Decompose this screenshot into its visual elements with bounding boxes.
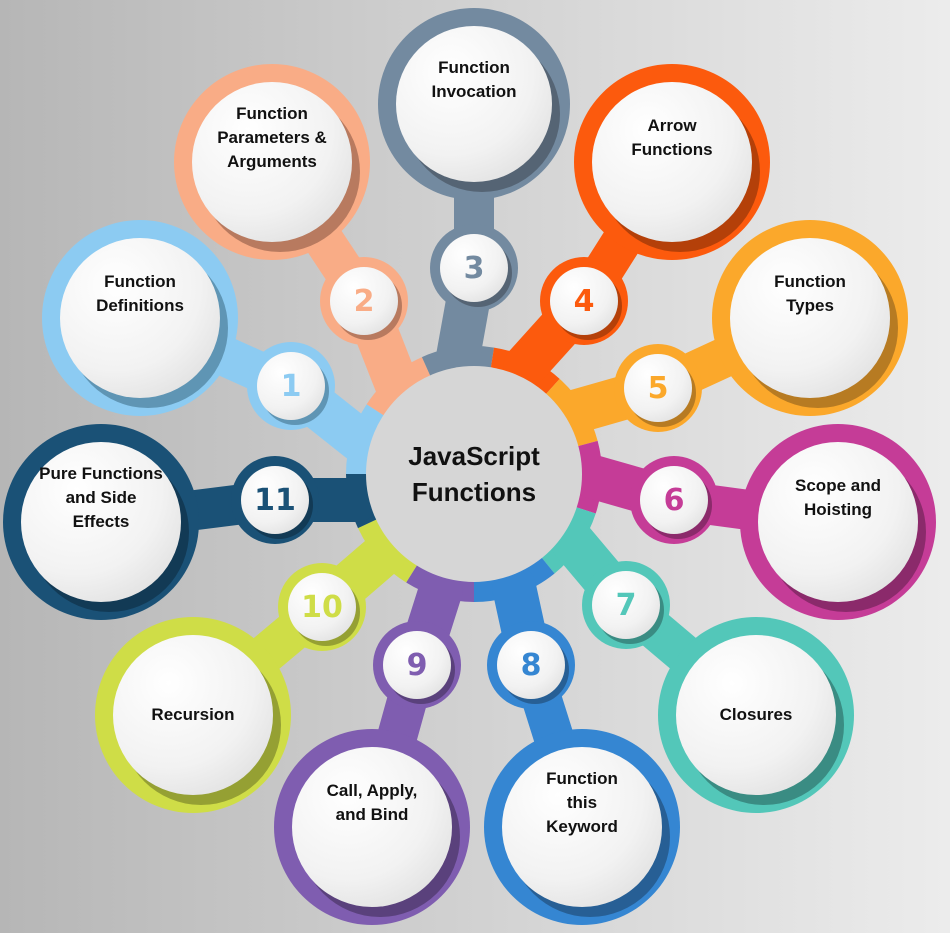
topic-label-line: Hoisting xyxy=(804,500,872,519)
step-number-2: 2 xyxy=(353,283,375,319)
topic-label-line: Closures xyxy=(719,705,793,724)
step-number-3: 3 xyxy=(463,250,485,286)
topic-label-10: Recursion xyxy=(113,635,273,795)
topic-label-line: Function xyxy=(546,769,618,788)
topic-disc-5 xyxy=(624,238,898,427)
center-title: JavaScript Functions xyxy=(374,424,574,524)
topic-label-line: Definitions xyxy=(96,296,184,315)
step-number-11: 11 xyxy=(254,482,296,518)
topic-label-line: Function xyxy=(104,272,176,291)
topic-disc-1 xyxy=(60,238,329,425)
topic-label-line: Effects xyxy=(72,512,130,531)
topic-disc-7 xyxy=(592,571,844,805)
step-number-8: 8 xyxy=(520,647,542,683)
topic-disc-11 xyxy=(21,442,313,612)
topic-label-line: and Side xyxy=(65,488,137,507)
topic-label-line: Recursion xyxy=(151,705,235,724)
center-title-line2: Functions xyxy=(411,477,537,507)
topic-label-line: Scope and xyxy=(795,476,881,495)
step-number-10: 10 xyxy=(301,589,343,625)
step-number-1: 1 xyxy=(280,368,302,404)
step-number-9: 9 xyxy=(406,647,428,683)
topic-label-7: Closures xyxy=(676,635,836,795)
topic-label-line: Pure Functions xyxy=(39,464,163,483)
topic-label-line: Keyword xyxy=(546,817,618,836)
topic-disc-2 xyxy=(192,82,402,340)
topic-label-9: Call, Apply, and Bind xyxy=(292,723,452,883)
topic-label-line: Function xyxy=(438,58,510,77)
topic-label-line: Types xyxy=(786,296,834,315)
center-hub xyxy=(366,366,582,582)
topic-label-line: Arrow xyxy=(647,116,697,135)
topic-disc-10 xyxy=(113,573,360,805)
topic-label-line: Invocation xyxy=(431,82,517,101)
topic-disc-6 xyxy=(640,442,926,612)
topic-disc-9 xyxy=(292,631,460,917)
center-title-line1: JavaScript xyxy=(408,441,540,471)
step-number-6: 6 xyxy=(663,482,685,518)
step-number-5: 5 xyxy=(647,370,669,406)
topic-label-line: this xyxy=(566,793,598,812)
step-number-7: 7 xyxy=(615,587,637,623)
topic-label-line: Call, Apply, xyxy=(326,781,418,800)
topic-label-line: and Bind xyxy=(335,805,409,824)
topic-disc-3 xyxy=(396,26,560,307)
topic-label-line: Functions xyxy=(631,140,713,159)
topic-label-line: Function xyxy=(774,272,846,291)
topic-label-line: Arguments xyxy=(227,152,317,171)
topic-label-line: Function xyxy=(236,104,308,123)
topic-disc-8 xyxy=(497,631,670,917)
topic-disc-4 xyxy=(550,82,760,340)
topic-label-line: Parameters & xyxy=(217,128,327,147)
step-number-4: 4 xyxy=(573,283,595,319)
